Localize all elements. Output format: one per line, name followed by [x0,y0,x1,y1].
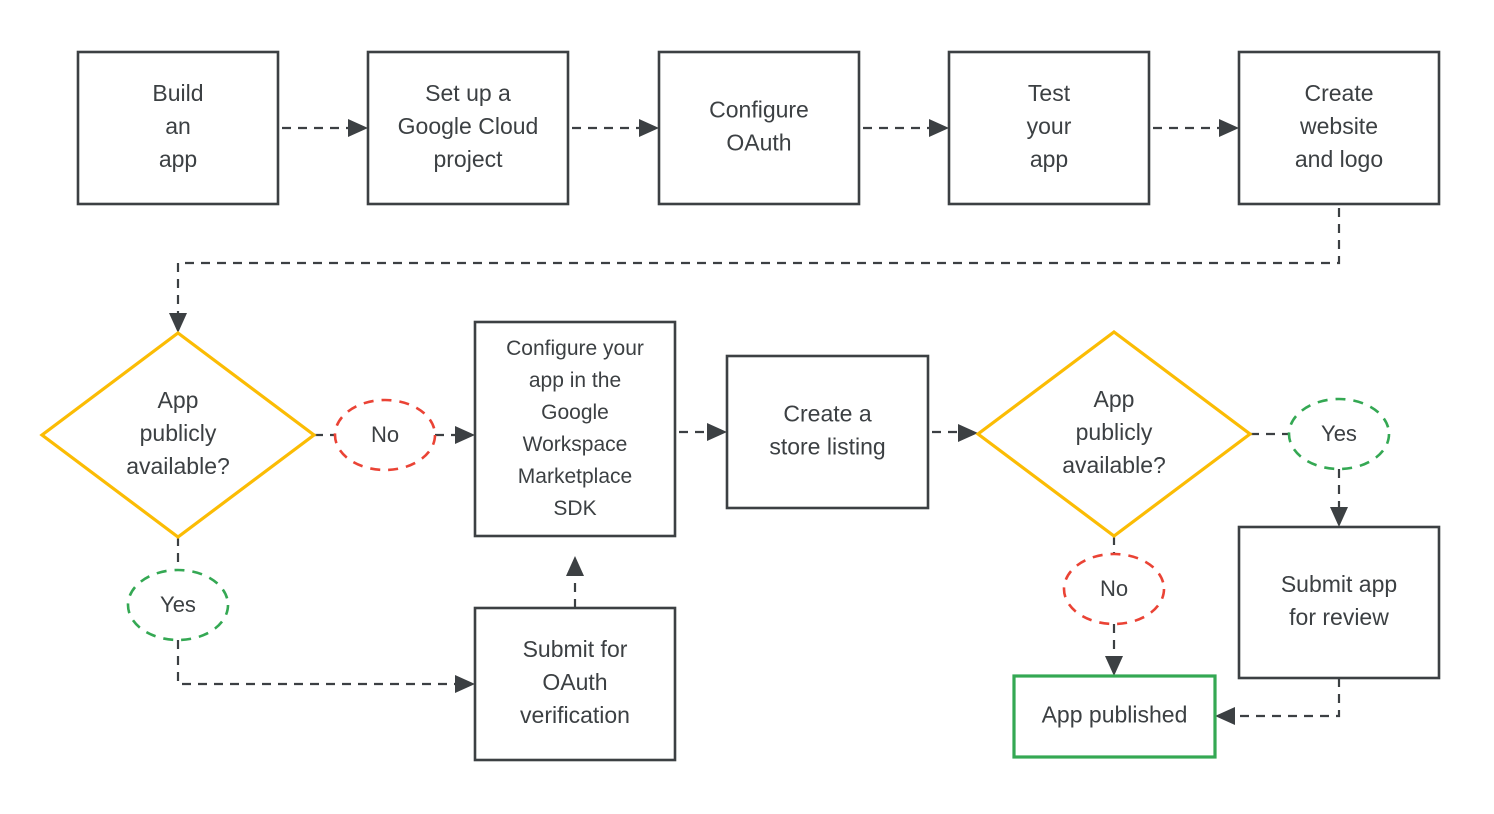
arrow-head-icon [1330,507,1348,527]
arrow-head-icon [455,675,475,693]
node-label: App published [1042,702,1188,728]
edge-label-ellipse [126,568,230,642]
edge-label-yes-right: Yes [1287,397,1391,471]
edge-setup-to-oauth [572,119,659,137]
edge-label-no-right: No [1062,552,1166,626]
edge-label-ellipse [333,398,437,472]
arrow-head-icon [639,119,659,137]
edge-label-text: No [371,422,399,447]
edge-yes-left-to-oauth-verify [176,640,475,693]
edge-label-no-left: No [333,398,437,472]
process-box-shape [1237,525,1441,680]
edge-label-ellipse [1062,552,1166,626]
edge-label-ellipse [1287,397,1391,471]
arrow-head-icon [1219,119,1239,137]
process-box-shape [1237,50,1441,206]
edge-store-listing-to-decision [932,424,978,442]
arrow-head-icon [169,313,187,333]
edge-label-text: Yes [1321,421,1357,446]
process-box-shape [76,50,280,206]
edge-sdk-to-store-listing [679,423,727,441]
app-published-node[interactable]: App published [1012,674,1217,759]
terminal-box-shape [1012,674,1217,759]
process-box-shape [725,354,930,510]
process-box-shape [947,50,1151,206]
edge-test-to-website [1153,119,1239,137]
edge-label-text: No [1100,576,1128,601]
process-box-shape [473,606,677,762]
edge-build-to-setup [282,119,368,137]
arrow-head-icon [929,119,949,137]
arrow-head-icon [455,426,475,444]
process-box-shape [366,50,570,206]
arrow-head-icon [958,424,978,442]
process-box-shape [473,320,677,538]
edge-yes-right-to-submit-review [1330,469,1348,527]
decision-diamond-shape [975,330,1253,538]
edge-website-to-decision-left [169,208,1341,333]
edge-label-text: Yes [160,592,196,617]
edges-layer [169,119,1348,725]
arrow-head-icon [1105,656,1123,676]
arrow-head-icon [348,119,368,137]
edge-submit-review-to-published [1215,678,1341,725]
arrow-head-icon [707,423,727,441]
edge-oauth-to-test [863,119,949,137]
arrow-head-icon [566,556,584,576]
process-box-shape [657,50,861,206]
edge-no-right-to-app-published [1105,624,1123,676]
edge-decision-left-no-to-sdk [314,426,475,444]
decision-diamond-shape [39,331,317,539]
edge-oauth-verify-to-sdk [566,556,584,608]
edge-label-yes-left: Yes [126,568,230,642]
arrow-head-icon [1215,707,1235,725]
